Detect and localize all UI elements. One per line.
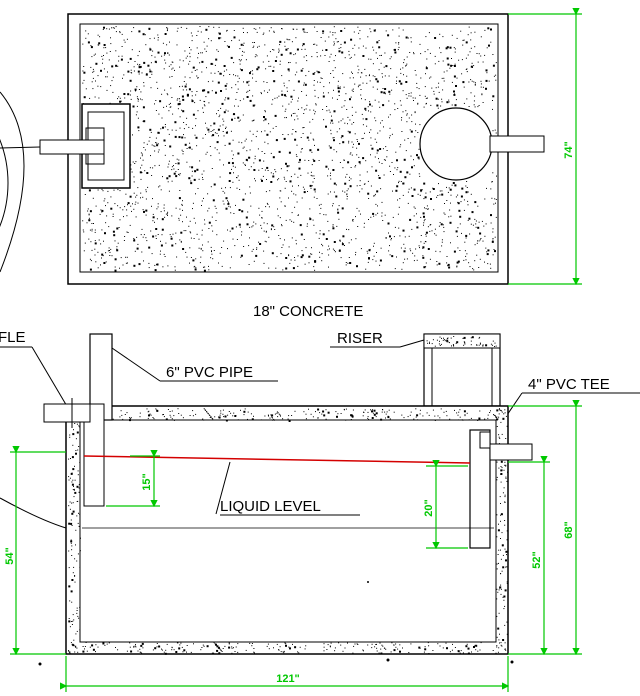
dim-74: 74": [563, 141, 575, 158]
riser-leader: [399, 339, 425, 348]
dim-121: 121": [276, 673, 300, 685]
inlet-baffle-section: [83, 403, 105, 507]
pvc-pipe-label: 6" PVC PIPE: [166, 364, 253, 381]
plan-view: 74": [0, 8, 582, 286]
tank-cavity: [82, 422, 494, 640]
liquid-level-line: [83, 455, 471, 464]
baffle-label-partial: FLE: [0, 329, 26, 346]
outlet-tee-section: [469, 429, 491, 549]
detail-arc-right: [0, 91, 25, 273]
section-view: LIQUID LEVEL: [0, 333, 533, 666]
tank-inner: [79, 419, 497, 643]
riser-label-line2: RISER: [337, 330, 383, 347]
dim-20: 20": [423, 499, 435, 516]
access-circle: [419, 107, 493, 181]
baffle-leader-2: [31, 346, 69, 409]
outlet-pipe-plan: [489, 135, 545, 153]
riser-label-line1: 18" CONCRETE: [253, 303, 363, 320]
inlet-pipe-plan: [39, 139, 105, 155]
detail-leader: [0, 146, 41, 149]
section-dimensions: 68" 52" 54" 15" 20" 121": [4, 400, 582, 692]
left-leader: [0, 497, 67, 529]
pvc-pipe-leader: [111, 347, 161, 382]
dim-15: 15": [141, 473, 153, 490]
inlet-pipe-section: [43, 403, 91, 423]
dim-68: 68": [563, 521, 575, 538]
dim-54: 54": [4, 547, 16, 564]
plan-concrete-texture: [82, 26, 497, 272]
dim-52: 52": [531, 551, 543, 568]
outlet-pipe-section: [489, 443, 533, 461]
liquid-level-label: LIQUID LEVEL: [220, 498, 321, 515]
pvc-tee-label: 4" PVC TEE: [528, 376, 610, 393]
section-concrete-texture: [68, 336, 508, 655]
detail-circle-arc: [0, 139, 9, 227]
